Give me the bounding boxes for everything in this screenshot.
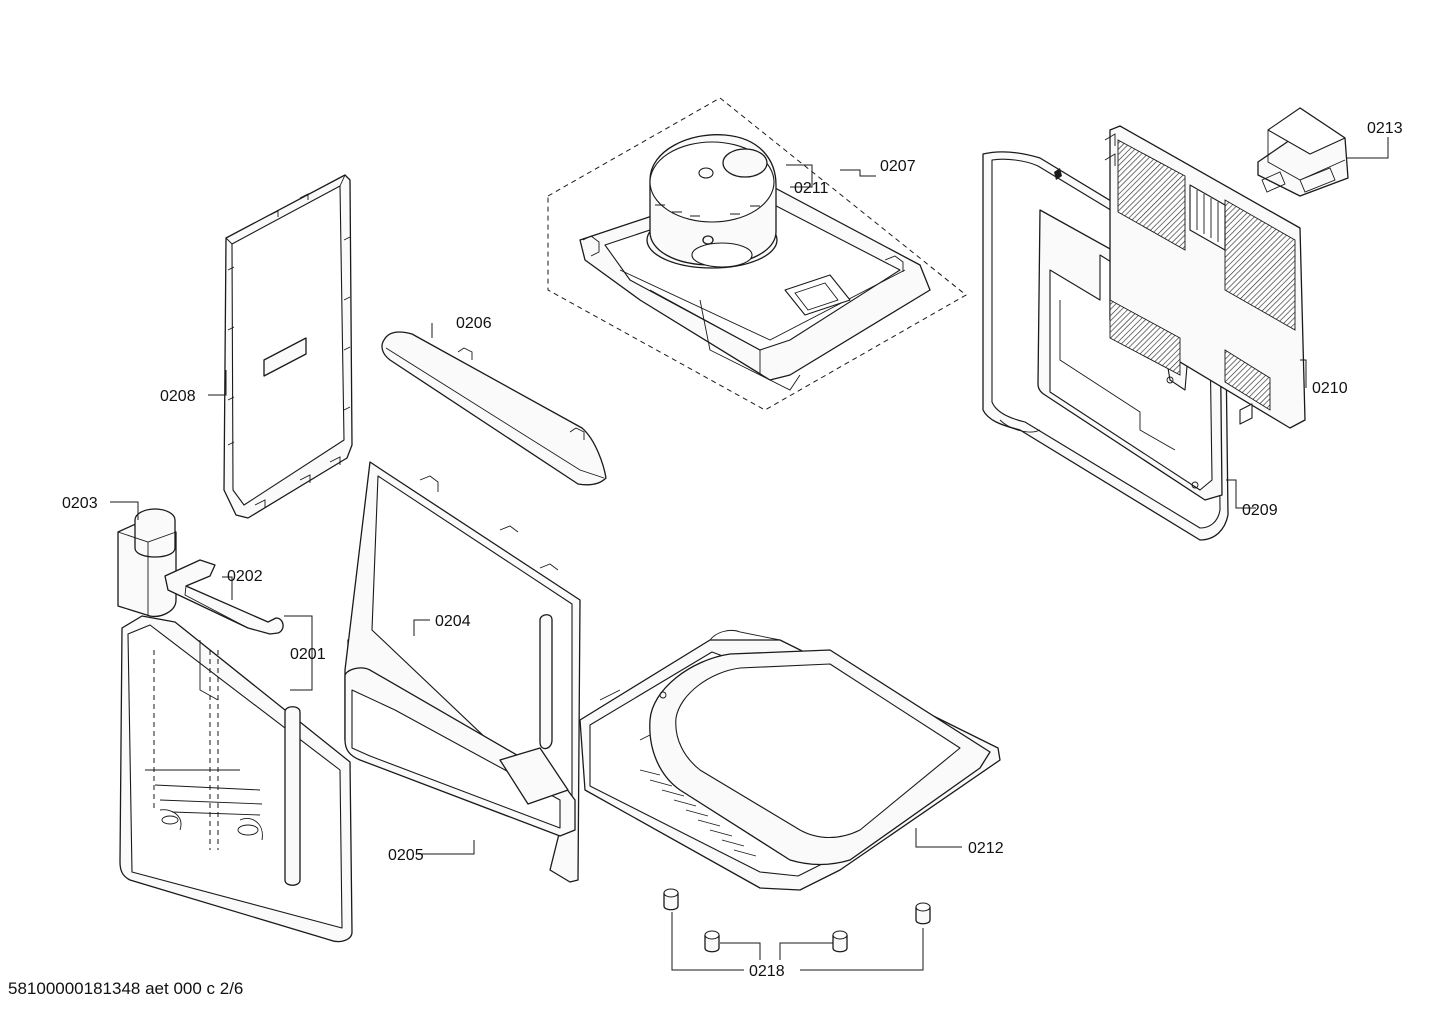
label-0210: 0210 (1312, 380, 1348, 397)
part-0210-rear-panel[interactable] (1104, 125, 1306, 429)
part-0212-base-tray[interactable] (579, 629, 1001, 891)
part-0208-side-panel[interactable] (223, 174, 353, 519)
foot-4 (915, 902, 931, 925)
label-0202: 0202 (227, 568, 263, 585)
part-0207-frame-assembly[interactable] (547, 97, 967, 411)
foot-3 (832, 930, 848, 953)
leader-lines (110, 137, 1389, 971)
label-0207: 0207 (880, 158, 916, 175)
label-0209: 0209 (1242, 502, 1278, 519)
part-0202-lever[interactable] (164, 559, 284, 635)
label-0203: 0203 (62, 495, 98, 512)
part-0205-drip-tray[interactable] (344, 461, 581, 883)
part-0203-valve[interactable] (117, 508, 177, 618)
part-0213-bracket[interactable] (1257, 107, 1349, 197)
label-0204: 0204 (435, 613, 471, 630)
label-0218: 0218 (749, 963, 785, 980)
document-id: 58100000181348 aet 000 c 2/6 (8, 979, 244, 998)
foot-2 (704, 930, 720, 953)
part-0201-water-tank[interactable] (119, 615, 353, 943)
part-labels: 0203 0202 0201 0204 0205 0206 0207 0208 … (62, 120, 1403, 980)
label-0205: 0205 (388, 847, 424, 864)
label-0212: 0212 (968, 840, 1004, 857)
part-0206-cover-strip[interactable] (381, 331, 607, 486)
label-0201: 0201 (290, 646, 326, 663)
label-0208: 0208 (160, 388, 196, 405)
label-0206: 0206 (456, 315, 492, 332)
label-0211: 0211 (794, 180, 829, 197)
label-0213: 0213 (1367, 120, 1403, 137)
foot-1 (663, 888, 679, 911)
part-0218-feet[interactable] (663, 888, 931, 953)
